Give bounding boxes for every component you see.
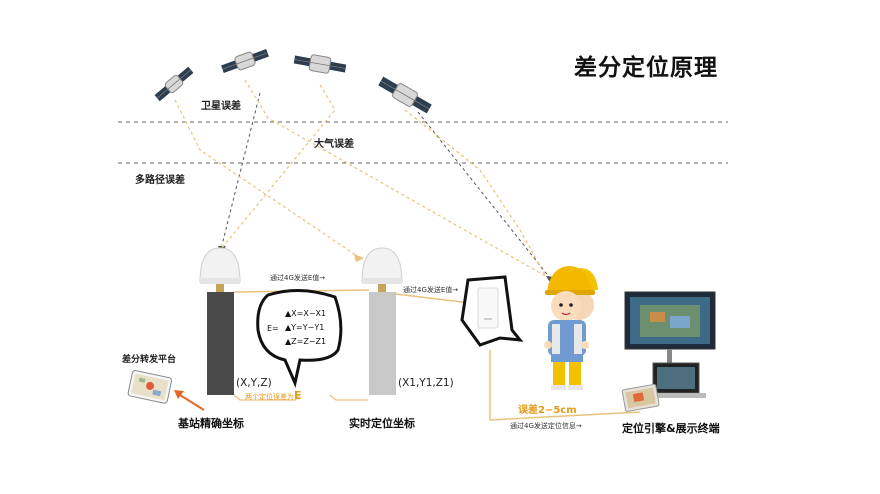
label-atmosphere-error: 大气误差: [314, 139, 354, 150]
rover-bracket: [329, 394, 368, 401]
link-label-base-to-rover: 通过4G发送E值→: [270, 274, 326, 282]
label-base-station: 基站精确坐标: [178, 417, 244, 430]
label-realtime: 实时定位坐标: [349, 417, 415, 430]
label-multipath-error: 多路径误差: [135, 175, 185, 186]
arrow-head: [354, 254, 364, 262]
satellite-icon: [221, 49, 269, 73]
worker-icon: [544, 266, 598, 390]
link-to-terminal: [489, 350, 641, 421]
difference-caption-text: 两个定位误差为: [245, 393, 294, 401]
tablet-icon: [621, 383, 660, 412]
rover-pillar: [369, 292, 396, 395]
formula-line: ▲X=X−X1: [285, 309, 327, 318]
gnss-antenna-icon: [361, 247, 403, 292]
signal-line: [221, 92, 261, 246]
signal-line: [174, 99, 361, 259]
gnss-antenna-icon: [199, 247, 241, 292]
difference-symbol: E: [294, 389, 302, 402]
formula-prefix: E=: [267, 324, 279, 333]
tablet-icon: [127, 370, 173, 404]
difference-caption: 两个定位误差为E: [245, 389, 302, 402]
router-icon: [477, 287, 499, 329]
label-satellite-error: 卫星误差: [201, 101, 241, 112]
coord-base: (X,Y,Z): [236, 377, 272, 389]
arrow-head: [174, 390, 184, 399]
signal-line: [417, 111, 551, 279]
link-rover-to-device: [395, 293, 471, 304]
satellite-icon: [378, 76, 432, 114]
formula-line: ▲Y=Y−Y1: [285, 323, 325, 332]
label-error: 误差2−5cm: [518, 405, 577, 416]
link-label-to-terminal: 通过4G发送定位信息→: [510, 422, 582, 430]
laptop-icon: [648, 362, 706, 398]
label-terminal: 定位引擎&展示终端: [622, 422, 720, 435]
formula-line: ▲Z=Z−Z1: [285, 337, 327, 346]
monitor-icon: [624, 291, 716, 369]
base-bracket: [233, 394, 301, 401]
base-station-pillar: [207, 292, 234, 395]
satellite-icon: [293, 54, 347, 74]
satellite-icon: [154, 66, 194, 102]
signal-line: [244, 79, 557, 283]
page-title: 差分定位原理: [574, 55, 718, 81]
label-platform: 差分转发平台: [122, 355, 177, 365]
formula-bubble: [256, 288, 343, 388]
link-label-rover-to-device: 通过4G发送E值→: [403, 286, 459, 294]
signal-line: [404, 109, 546, 276]
coord-rover: (X1,Y1,Z1): [398, 377, 454, 389]
platform-link: [179, 394, 205, 411]
